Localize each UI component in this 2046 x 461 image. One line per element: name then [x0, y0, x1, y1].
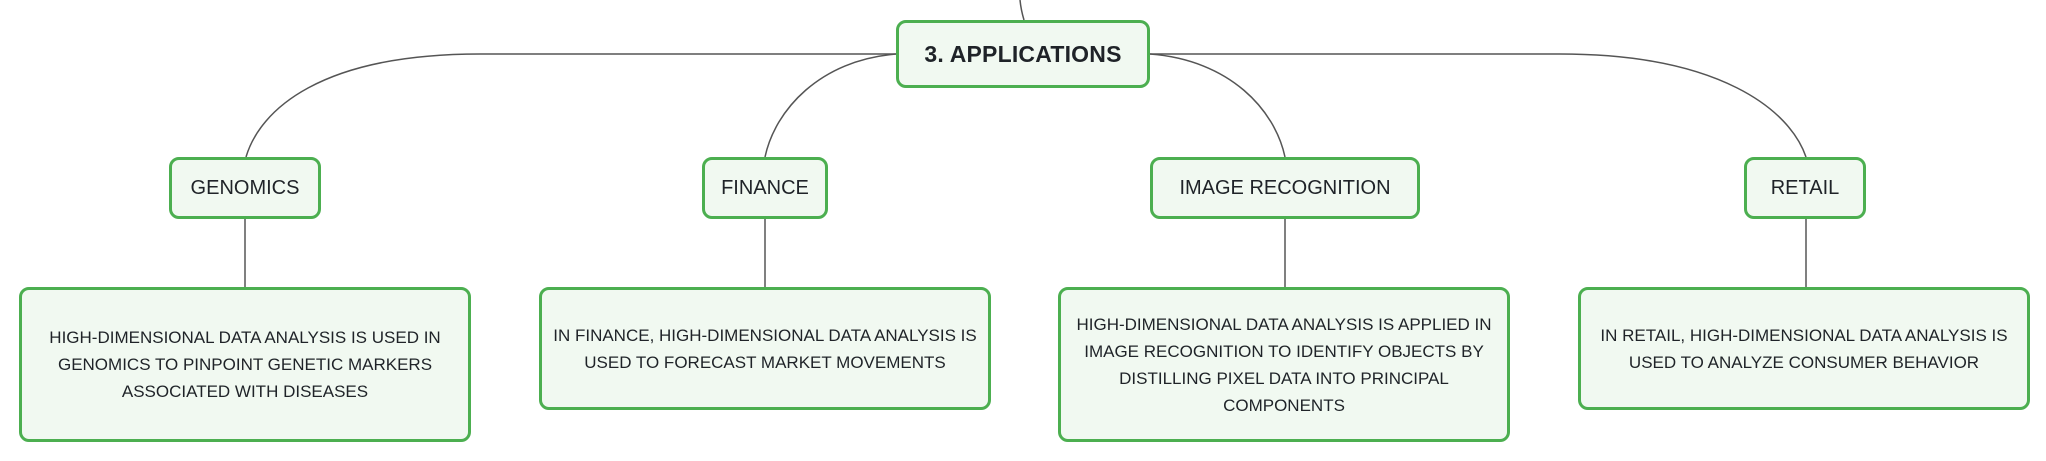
detail-node-finance[interactable]: IN FINANCE, HIGH-DIMENSIONAL DATA ANALYS…	[539, 287, 991, 410]
connector-root-retail	[1150, 53, 1807, 158]
detail-node-genomics[interactable]: HIGH-DIMENSIONAL DATA ANALYSIS IS USED I…	[19, 287, 471, 442]
branch-label-finance: FINANCE	[721, 176, 809, 199]
branch-label-image-recognition: IMAGE RECOGNITION	[1179, 176, 1391, 199]
branch-node-finance[interactable]: FINANCE	[702, 157, 828, 219]
detail-text-retail: IN RETAIL, HIGH-DIMENSIONAL DATA ANALYSI…	[1600, 325, 2008, 372]
detail-node-image-recognition[interactable]: HIGH-DIMENSIONAL DATA ANALYSIS IS APPLIE…	[1058, 287, 1510, 442]
detail-text-genomics: HIGH-DIMENSIONAL DATA ANALYSIS IS USED I…	[49, 328, 441, 401]
detail-text-finance: IN FINANCE, HIGH-DIMENSIONAL DATA ANALYS…	[553, 325, 977, 372]
root-label: 3. APPLICATIONS	[924, 40, 1122, 67]
detail-text-image-recognition: HIGH-DIMENSIONAL DATA ANALYSIS IS APPLIE…	[1076, 314, 1492, 415]
connector-root-image-recognition	[1149, 53, 1286, 158]
branch-node-image-recognition[interactable]: IMAGE RECOGNITION	[1150, 157, 1420, 219]
connector-root-finance	[764, 53, 897, 158]
branch-node-genomics[interactable]: GENOMICS	[169, 157, 321, 219]
detail-node-retail[interactable]: IN RETAIL, HIGH-DIMENSIONAL DATA ANALYSI…	[1578, 287, 2030, 410]
parent-connector	[1019, 0, 1025, 21]
branch-node-retail[interactable]: RETAIL	[1744, 157, 1866, 219]
connector-root-genomics	[245, 53, 896, 158]
branch-label-retail: RETAIL	[1770, 176, 1840, 199]
root-node[interactable]: 3. APPLICATIONS	[896, 20, 1150, 88]
branch-label-genomics: GENOMICS	[190, 176, 300, 199]
